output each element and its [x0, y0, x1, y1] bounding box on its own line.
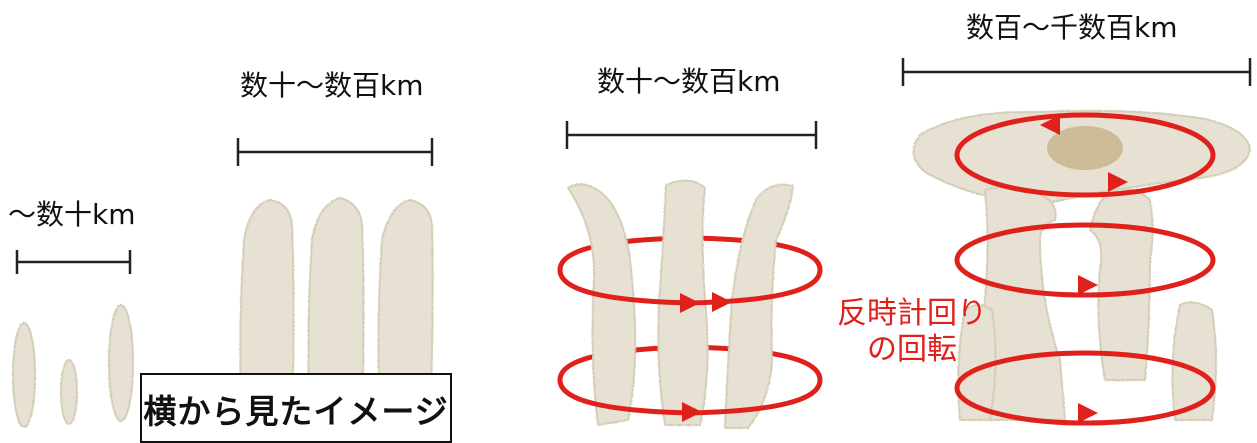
scale-bar-4 [901, 58, 1252, 86]
cloud-column [1171, 301, 1217, 421]
scale-bar-3 [565, 121, 818, 149]
scale-label-3: 数十～数百km [597, 65, 781, 98]
scale-bar-1 [15, 250, 132, 274]
cloud-group-columns [239, 196, 434, 430]
rotation-arrowhead [712, 292, 732, 312]
cloud-group-large [912, 109, 1252, 421]
scale-bar-2 [236, 138, 434, 166]
rotation-arrowhead [1108, 172, 1128, 192]
rotation-annotation: 反時計回り の回転 [822, 296, 1002, 368]
scale-label-4: 数百～千数百km [966, 11, 1178, 44]
scale-bars [15, 58, 1252, 274]
diagram-canvas [12, 58, 1252, 430]
cloud-column [957, 304, 997, 421]
cloud-column [239, 198, 295, 430]
large-rotation-rings [954, 112, 1216, 426]
rotation-annotation-line2: の回転 [867, 332, 957, 367]
rotation-annotation-line1: 反時計回り [837, 296, 987, 331]
rotation-arrowhead [682, 402, 702, 422]
cloud-core [1047, 126, 1123, 170]
caption-box: 横から見たイメージ [140, 373, 452, 443]
scale-label-2: 数十～数百km [240, 69, 424, 102]
cloud-column [723, 183, 795, 429]
cloud-cell [12, 322, 36, 428]
cloud-cell [60, 359, 78, 425]
rotation-arrowhead [1040, 115, 1060, 135]
cloud-column [377, 198, 434, 430]
rotation-arrowhead [1078, 403, 1098, 423]
cloud-column [566, 183, 637, 427]
cloud-group-small [12, 304, 134, 428]
cloud-cell [108, 304, 134, 422]
rotation-arrowhead [1078, 275, 1098, 295]
caption-text: 横から見たイメージ [143, 392, 449, 431]
scale-label-1: ～数十km [8, 198, 136, 231]
cloud-column [307, 196, 365, 430]
cloud-column [1088, 187, 1154, 381]
